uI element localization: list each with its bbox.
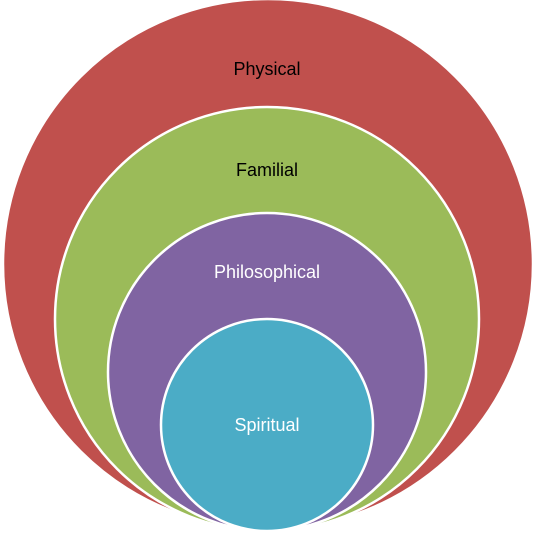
philosophical-label: Philosophical [214,262,320,282]
physical-label: Physical [233,59,300,79]
familial-label: Familial [236,160,298,180]
spiritual-label: Spiritual [234,415,299,435]
spiritual-circle [159,317,375,533]
